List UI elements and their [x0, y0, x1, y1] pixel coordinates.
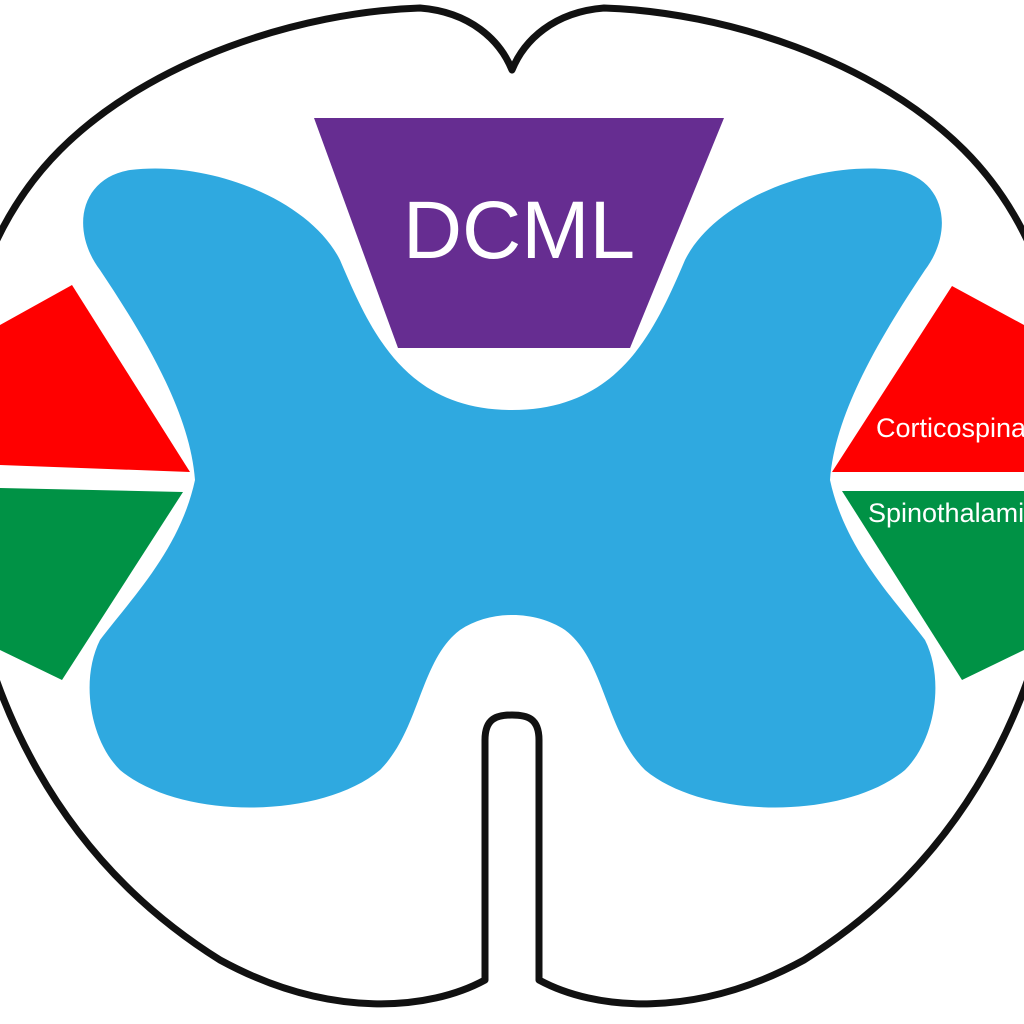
spinothalamic-label: Spinothalamic: [868, 498, 1024, 528]
gray-matter: [83, 168, 942, 808]
corticospinal-tract-left: [0, 285, 190, 472]
spinothalamic-tract-left: [0, 488, 183, 680]
spinothalamic-tract-right: [842, 491, 1024, 680]
corticospinal-label: Corticospinal: [876, 413, 1024, 443]
corticospinal-tract-right: [832, 286, 1024, 472]
dcml-tract: [314, 118, 724, 348]
dcml-label: DCML: [403, 185, 635, 276]
